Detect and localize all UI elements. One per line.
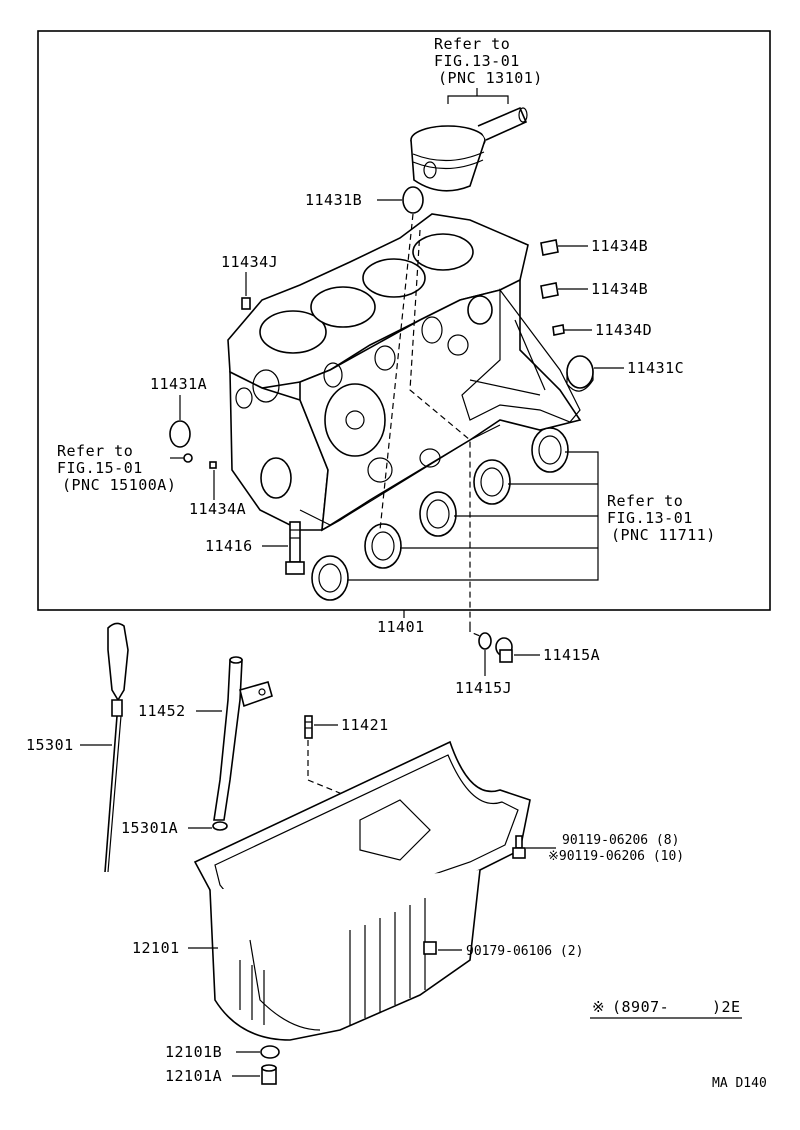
label-11416: 11416 xyxy=(205,537,253,555)
label-12101b: 12101B xyxy=(165,1043,222,1061)
label-12101a: 12101A xyxy=(165,1067,222,1085)
drain-plug-12101a xyxy=(261,1064,277,1085)
washer-11415j xyxy=(478,632,492,650)
dipstick-guide-11452 xyxy=(213,656,273,821)
ref-bearing: Refer to FIG.13-01 (PNC 11711) xyxy=(607,492,716,544)
plug-90179 xyxy=(423,941,437,955)
bolt-11415a xyxy=(495,637,513,663)
label-11434d: 11434D xyxy=(595,321,652,339)
oring-15301a xyxy=(212,821,228,831)
bolt-11416 xyxy=(285,521,305,575)
label-11434j: 11434J xyxy=(221,253,278,271)
label-11401: 11401 xyxy=(377,618,425,636)
label-15301a: 15301A xyxy=(121,819,178,837)
piston-part xyxy=(410,106,528,192)
ref-bearing-line3: (PNC 11711) xyxy=(611,526,716,544)
gasket-12101b xyxy=(260,1045,280,1059)
bearing-11431a xyxy=(169,420,191,448)
bearing-11431c xyxy=(566,355,594,389)
label-11421: 11421 xyxy=(341,716,389,734)
ref-piston-line3: (PNC 13101) xyxy=(438,69,543,87)
diagram-code: MA D140 xyxy=(712,1076,767,1091)
label-11452: 11452 xyxy=(138,702,186,720)
dipstick-15301 xyxy=(104,622,129,873)
label-12101: 12101 xyxy=(132,939,180,957)
label-11431a: 11431A xyxy=(150,375,207,393)
ref-timing: Refer to FIG.15-01 (PNC 15100A) xyxy=(57,442,176,494)
ref-timing-line1: Refer to xyxy=(57,442,133,460)
oil-pan-12101 xyxy=(193,740,531,1041)
label-11431b: 11431B xyxy=(305,191,362,209)
label-11431c: 11431C xyxy=(627,359,684,377)
stud-11421 xyxy=(304,715,313,739)
applicability-note: ※ (8907- )2E xyxy=(590,998,742,1019)
label-15301: 15301 xyxy=(26,736,74,754)
main-bearing-shells xyxy=(311,427,569,601)
label-11434b-2: 11434B xyxy=(591,280,648,298)
plug-11434b-2 xyxy=(540,282,559,299)
ref-piston-line2: FIG.13-01 xyxy=(434,52,520,70)
label-90179: 90179-06106 (2) xyxy=(466,944,583,959)
note-mark: ※ xyxy=(592,998,605,1016)
ref-piston: Refer to FIG.13-01 (PNC 13101) xyxy=(434,35,543,87)
plug-11434j xyxy=(241,297,251,310)
ref-timing-line3: (PNC 15100A) xyxy=(62,476,176,494)
note-text: (8907- xyxy=(612,998,669,1016)
ref-bearing-line2: FIG.13-01 xyxy=(607,509,693,527)
label-11434b-1: 11434B xyxy=(591,237,648,255)
label-90119-10: ※90119-06206 (10) xyxy=(548,849,684,864)
ref-piston-line1: Refer to xyxy=(434,35,510,53)
cylinder-block xyxy=(227,213,582,532)
label-11415j: 11415J xyxy=(455,679,512,697)
ref-timing-line2: FIG.15-01 xyxy=(57,459,143,477)
plug-11434d xyxy=(552,324,565,336)
ref-bearing-line1: Refer to xyxy=(607,492,683,510)
bolt-90119 xyxy=(512,835,526,859)
label-11415a: 11415A xyxy=(543,646,600,664)
note-suffix: )2E xyxy=(712,998,741,1016)
label-11434a: 11434A xyxy=(189,500,246,518)
bearing-11431b xyxy=(402,186,424,214)
plug-11434b-1 xyxy=(540,239,559,256)
label-90119-8: 90119-06206 (8) xyxy=(562,833,679,848)
